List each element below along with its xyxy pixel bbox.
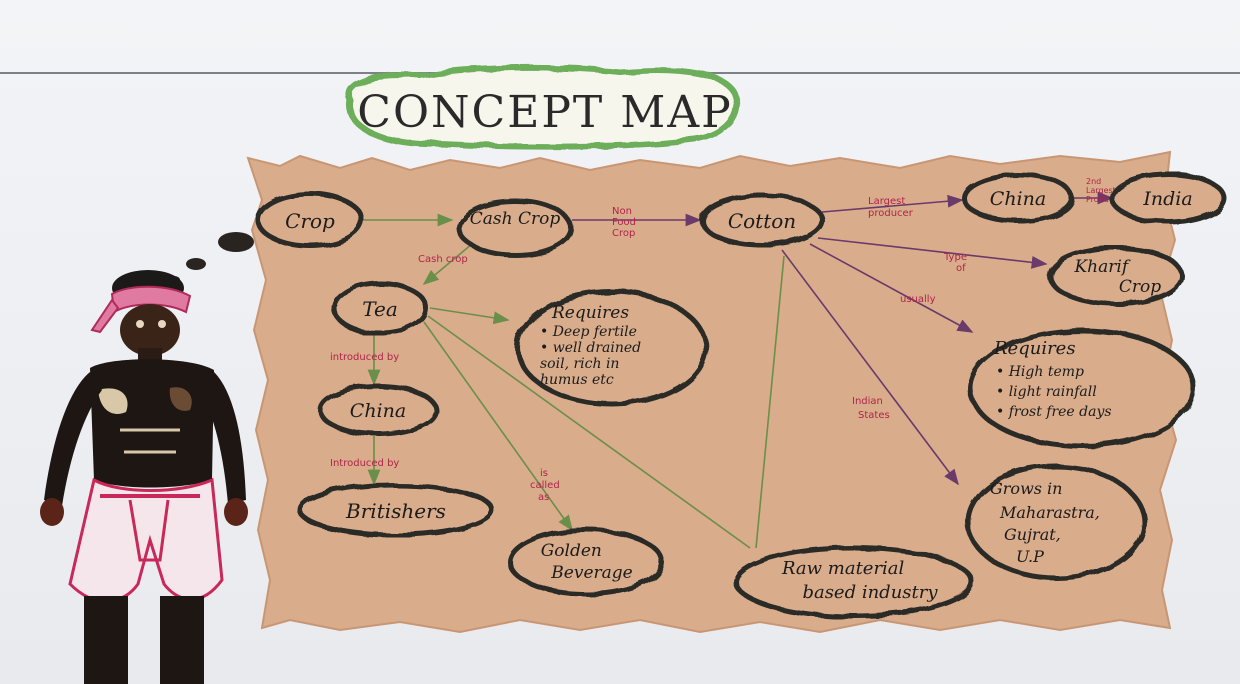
node-britishers[interactable]: Britishers [297,482,495,538]
node-cotton-requires[interactable]: Requires • High temp • light rainfall • … [967,327,1197,449]
label-indian-states: Indian States [852,396,890,421]
node-britishers-label: Britishers [345,499,446,523]
label-is-called-as: is called as [530,468,563,503]
edge-tea-requires [429,307,510,325]
node-cotton[interactable]: Cotton [699,192,825,248]
node-golden-beverage[interactable]: Golden Beverage [507,527,665,597]
node-china-top[interactable]: China [961,172,1075,224]
node-cotton-label: Cotton [728,209,796,233]
edge-tea-golden [423,321,573,532]
label-cash-crop: Cash crop [418,254,468,265]
edge-cotton-china [821,194,964,213]
node-grows-in-text: Grows in Maharastra, Gujrat, U.P [990,479,1105,566]
node-cash-crop-label: Cash Crop [470,209,561,229]
node-tea-label: Tea [362,297,398,321]
node-raw-material-text: Raw material based industry [781,558,938,603]
node-china-mid[interactable]: China [317,383,439,437]
thought-bubble [168,232,254,284]
edge-cotton-kharif [817,237,1048,269]
label-largest-producer: Largest producer [868,196,914,219]
node-crop[interactable]: Crop [255,191,365,249]
farmer-illustration [40,270,248,684]
node-tea[interactable]: Tea [331,280,429,336]
node-china-mid-label: China [350,400,406,422]
title-cloud: CONCEPT MAP [345,64,740,150]
node-tea-requires-text: Requires • Deep fertile • well drained s… [540,303,646,388]
edges [362,191,1114,549]
label-usually: usually [900,294,936,305]
label-second-largest: 2nd Largest Producer [1086,177,1122,204]
page-title: CONCEPT MAP [357,87,732,138]
edge-cashcrop-tea [422,243,473,286]
edge-labels: Non Food Crop Largest producer 2nd Large… [330,177,1122,503]
node-cash-crop[interactable]: Cash Crop [456,198,574,258]
edge-tea-rawmaterial [427,315,751,549]
node-india[interactable]: India [1109,171,1227,225]
label-introduced-by-1: introduced by [330,352,399,363]
label-non-food-crop: Non Food Crop [612,206,639,239]
node-india-label: India [1142,188,1192,210]
node-kharif-crop[interactable]: Kharif Crop [1047,245,1185,307]
node-golden-beverage-text: Golden Beverage [541,541,633,583]
node-crop-label: Crop [285,209,335,233]
label-introduced-by-2: Introduced by [330,458,399,469]
edge-cotton-requires [809,243,974,333]
edge-cotton-grows [781,249,959,486]
node-china-top-label: China [990,188,1046,210]
label-type-of: Type of [943,252,970,274]
node-kharif-label: Kharif Crop [1073,257,1161,297]
edge-cotton-rawmaterial [755,255,785,549]
node-raw-material[interactable]: Raw material based industry [733,545,975,619]
node-tea-requires[interactable]: Requires • Deep fertile • well drained s… [515,289,709,407]
node-cotton-requires-text: Requires • High temp • light rainfall • … [993,338,1112,420]
nodes: Crop Cash Crop Cotton China India [255,171,1227,619]
node-grows-in[interactable]: Grows in Maharastra, Gujrat, U.P [965,463,1147,581]
